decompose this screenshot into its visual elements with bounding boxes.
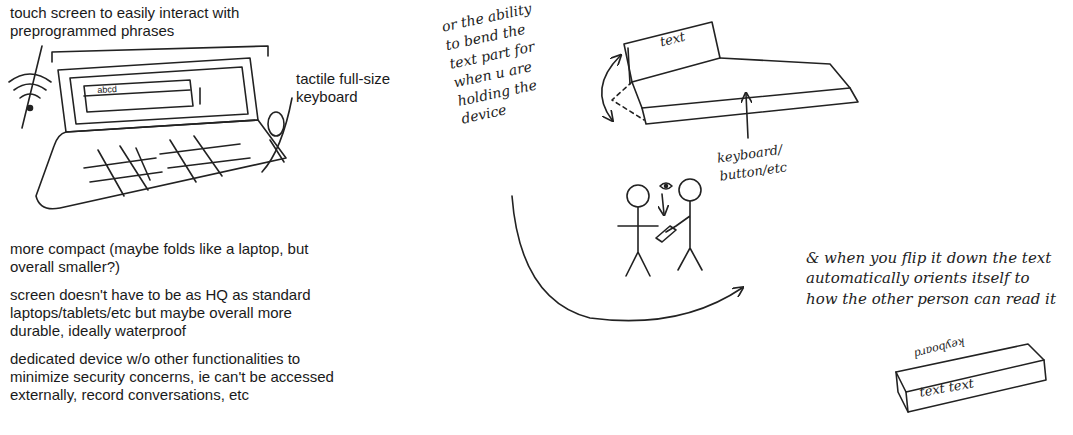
sketch-stroke — [84, 146, 162, 196]
sketch-stroke — [136, 148, 150, 180]
sketch-stroke — [268, 112, 284, 136]
sketch-stroke — [627, 185, 649, 207]
sketch-stroke — [199, 88, 201, 104]
annotation-text: dedicated device w/o other functionaliti… — [10, 350, 350, 404]
sketch-stroke — [642, 88, 858, 124]
annotation-text: tactile full-size keyboard — [296, 70, 416, 106]
sketch-stroke — [9, 74, 51, 82]
sketch-stroke — [14, 84, 46, 90]
bendable-device — [612, 22, 858, 124]
annotation-text: keyboard/ button/etc — [716, 136, 820, 185]
leader-line — [262, 98, 292, 172]
bend-arrow — [602, 56, 620, 120]
sketch-stroke — [679, 179, 701, 201]
sketch-stroke — [660, 183, 672, 189]
annotation-text: or the ability to bend the text part for… — [440, 0, 561, 129]
annotation-text: text — [658, 22, 711, 51]
sketch-stroke — [70, 67, 248, 124]
stick-figures — [618, 179, 702, 276]
no-wifi-symbol — [9, 46, 51, 128]
sketch-stroke — [58, 58, 258, 132]
annotation-text: text text — [918, 368, 1010, 401]
sketch-stroke — [28, 106, 33, 111]
sketch-stroke — [22, 46, 42, 128]
annotation-text: abcd — [97, 82, 157, 96]
annotation-text: & when you flip it down the text automat… — [806, 248, 1056, 309]
annotation-text: more compact (maybe folds like a laptop,… — [10, 240, 350, 276]
sketch-stroke — [666, 201, 702, 270]
flow-arrow — [512, 196, 742, 321]
annotation-text: screen doesn't have to be as HQ as stand… — [10, 286, 340, 340]
sketch-stroke — [662, 194, 664, 214]
annotation-text: touch screen to easily interact with pre… — [10, 4, 290, 40]
laptop-lid — [58, 58, 258, 132]
sketch-stroke — [906, 360, 1046, 412]
sketch-stroke — [896, 372, 908, 412]
sketch-stroke — [160, 136, 250, 182]
sketch-stroke — [632, 58, 850, 108]
pointer-arrow — [746, 94, 748, 138]
sketch-stroke — [665, 185, 668, 188]
laptop-base — [36, 112, 286, 209]
sketch-stroke — [84, 80, 193, 112]
sketch-stroke — [656, 226, 676, 242]
sketch-stroke — [612, 82, 644, 120]
sketch-stroke — [618, 207, 658, 276]
sketch-stroke — [628, 48, 630, 84]
sketch-stroke — [36, 120, 286, 209]
sketch-stroke — [624, 22, 720, 82]
